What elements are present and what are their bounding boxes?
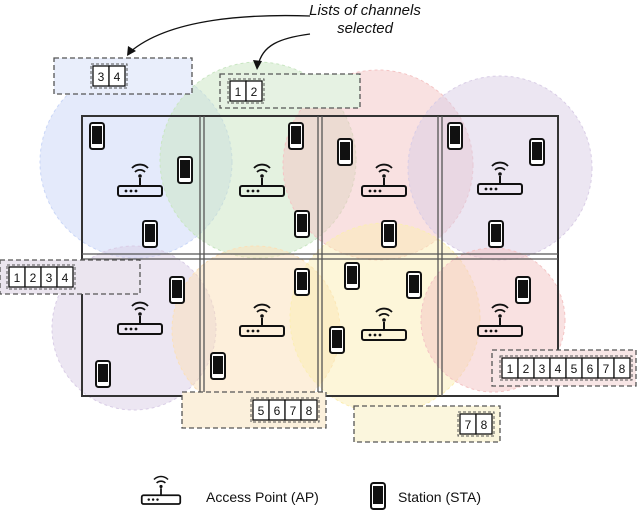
channel-number: 5 <box>258 404 265 418</box>
channel-number: 3 <box>539 362 546 376</box>
channel-box <box>245 80 263 102</box>
station-icon <box>447 122 463 150</box>
legend-sta-label: Station (STA) <box>398 489 481 505</box>
channel-number: 2 <box>251 85 258 99</box>
channel-number: 2 <box>30 271 37 285</box>
channel-number: 7 <box>290 404 297 418</box>
channel-number: 8 <box>306 404 313 418</box>
station-icon <box>294 268 310 296</box>
legend-sta-icon <box>370 482 386 510</box>
channel-box <box>56 266 74 288</box>
channel-number: 4 <box>114 70 121 84</box>
channel-list-inner-frame <box>227 78 265 104</box>
channel-box <box>300 399 318 421</box>
channel-number: 4 <box>62 271 69 285</box>
station-icon <box>381 220 397 248</box>
legend-ap-label: Access Point (AP) <box>206 489 319 505</box>
channel-number: 2 <box>523 362 530 376</box>
channel-number: 8 <box>481 418 488 432</box>
station-icon <box>288 122 304 150</box>
station-icon <box>169 276 185 304</box>
station-icon <box>95 360 111 388</box>
channel-number: 3 <box>46 271 53 285</box>
channel-number: 1 <box>14 271 21 285</box>
channel-list-inner-frame <box>250 397 320 423</box>
station-icon <box>329 326 345 354</box>
station-icon <box>210 352 226 380</box>
annotation-arrows <box>127 14 311 70</box>
channel-number: 5 <box>571 362 578 376</box>
station-icon <box>515 276 531 304</box>
channel-number: 8 <box>619 362 626 376</box>
arrow-to-list-3-4 <box>129 14 311 53</box>
station-icon <box>142 220 158 248</box>
arrow-head-1-2 <box>253 60 262 70</box>
channel-box <box>613 357 631 379</box>
channel-list-inner-frame <box>90 63 128 89</box>
channel-number: 1 <box>507 362 514 376</box>
legend-ap-icon <box>140 475 182 505</box>
channel-number: 7 <box>603 362 610 376</box>
channel-number: 6 <box>274 404 281 418</box>
station-icon <box>488 220 504 248</box>
channel-lists-annotation: Lists of channels selected <box>300 2 430 38</box>
station-icon <box>529 138 545 166</box>
channel-number: 6 <box>587 362 594 376</box>
channel-list-inner-frame <box>6 264 76 290</box>
annotation-line-2: selected <box>337 20 393 37</box>
station-icon <box>294 210 310 238</box>
station-icon <box>406 271 422 299</box>
channel-box <box>475 413 493 435</box>
station-icon <box>344 262 360 290</box>
channel-number: 3 <box>98 70 105 84</box>
annotation-line-1: Lists of channels <box>309 2 421 19</box>
station-icon <box>337 138 353 166</box>
channel-number: 1 <box>235 85 242 99</box>
station-icon <box>177 156 193 184</box>
channel-list-inner-frame <box>499 355 633 381</box>
channel-list-inner-frame <box>457 411 495 437</box>
channel-box <box>108 65 126 87</box>
station-icon <box>89 122 105 150</box>
arrow-to-list-1-2 <box>257 33 311 67</box>
channel-number: 4 <box>555 362 562 376</box>
channel-number: 7 <box>465 418 472 432</box>
arrow-head-3-4 <box>127 46 136 56</box>
